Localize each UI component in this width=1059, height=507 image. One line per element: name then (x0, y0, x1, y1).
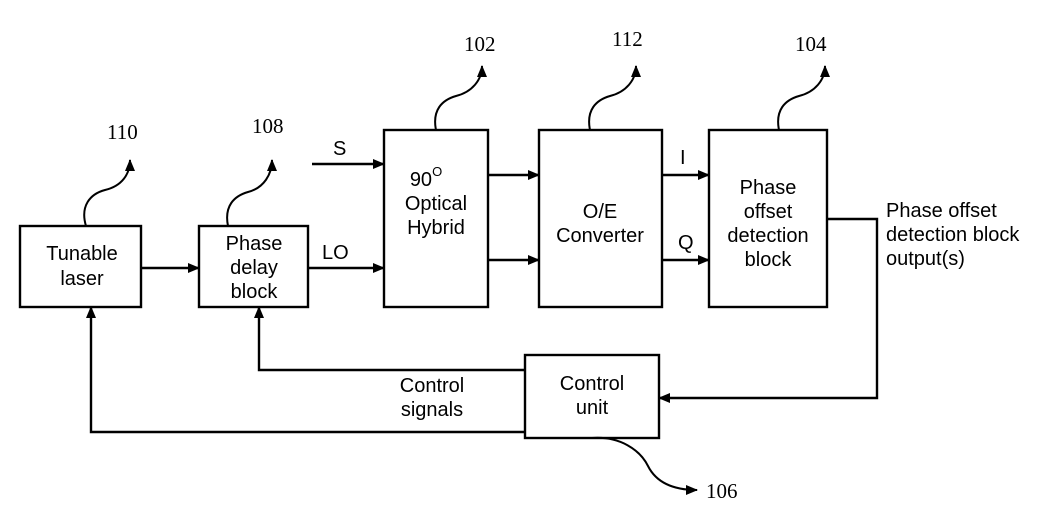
control-unit-block: Control unit (523, 353, 661, 440)
ref-112: 112 (612, 27, 643, 51)
hybrid-label-1: 90O (410, 164, 442, 191)
control-to-laser-arrow (86, 306, 525, 434)
phase-offset-label-3: detection (727, 225, 808, 247)
tunable-laser-label-2: laser (60, 268, 104, 290)
phase-offset-detection-block: Phase offset detection block (707, 128, 829, 309)
control-unit-label-2: unit (576, 397, 609, 419)
phase-delay-label-3: block (231, 281, 279, 303)
phase-offset-label-4: block (745, 249, 793, 271)
ref-112-leader (588, 65, 641, 131)
tunable-laser-block: Tunable laser (18, 224, 143, 309)
q-label: Q (678, 232, 694, 254)
ref-104: 104 (795, 32, 827, 56)
lo-label: LO (322, 242, 349, 264)
phase-delay-label-2: delay (230, 257, 278, 279)
oe-converter-label-1: O/E (583, 201, 617, 223)
tunable-laser-label-1: Tunable (46, 243, 118, 265)
ref-108-leader (226, 159, 277, 227)
phase-offset-label-1: Phase (740, 177, 797, 199)
optical-hybrid-block: 90O Optical Hybrid (382, 128, 490, 309)
ref-106: 106 (706, 479, 738, 503)
control-signals-label-2: signals (401, 399, 463, 421)
phase-delay-label-1: Phase (226, 233, 283, 255)
oe-converter-label-2: Converter (556, 225, 644, 247)
ref-104-leader (777, 65, 830, 131)
output-label-3: output(s) (886, 248, 965, 270)
i-label: I (680, 147, 686, 169)
output-to-control-arrow (658, 217, 879, 403)
ref-102-leader (434, 65, 487, 131)
control-to-delay-arrow (254, 306, 525, 372)
ref-110: 110 (107, 120, 138, 144)
control-signals-label-1: Control (400, 375, 464, 397)
ref-102: 102 (464, 32, 496, 56)
output-label-2: detection block (886, 224, 1020, 246)
phase-offset-label-2: offset (744, 201, 793, 223)
hybrid-label-3: Hybrid (407, 217, 465, 239)
output-label-1: Phase offset (886, 200, 997, 222)
oe-converter-block: O/E Converter (537, 128, 664, 309)
ref-106-leader (591, 436, 698, 495)
control-unit-label-1: Control (560, 373, 624, 395)
ref-110-leader (83, 159, 135, 227)
ref-108: 108 (252, 114, 284, 138)
phase-delay-block: Phase delay block (197, 224, 310, 309)
s-label: S (333, 138, 346, 160)
hybrid-label-2: Optical (405, 193, 467, 215)
